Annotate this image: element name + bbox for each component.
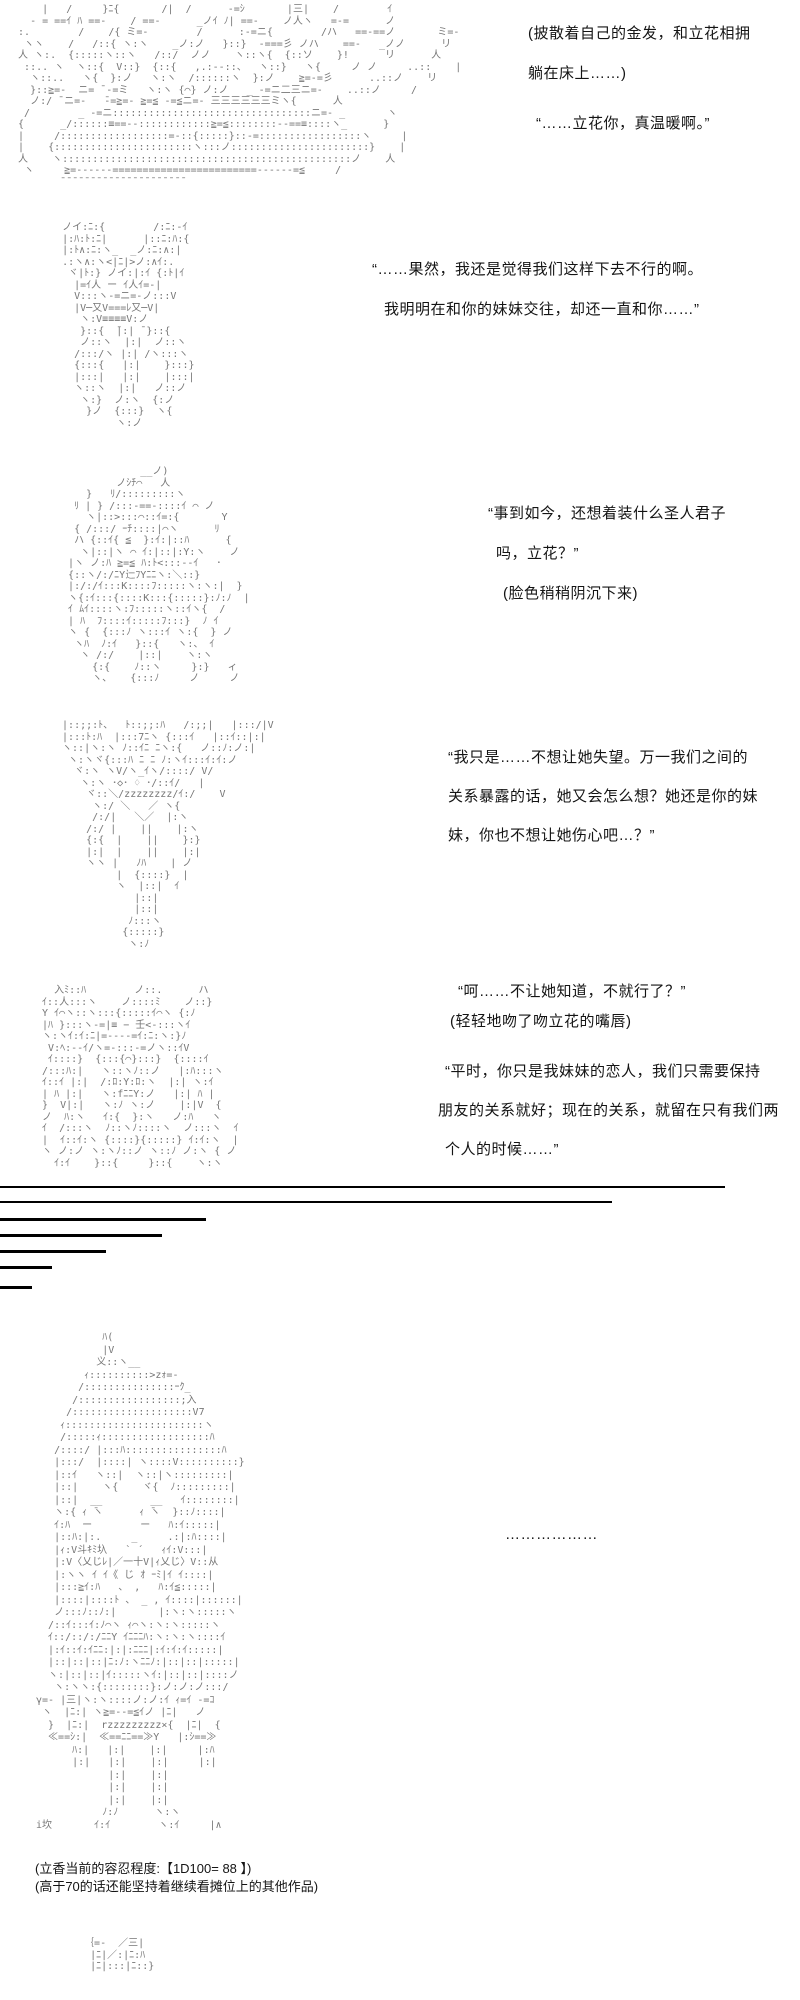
divider-line (0, 1266, 52, 1269)
ascii-art-full-body-girl: ﾊ( |V 义::ヽ__ ｨ::::::::::>zｫ=- /:::::::::… (36, 1332, 245, 1831)
dialogue-line: “……果然，我还是觉得我们这样下去不行的啊。 (372, 261, 703, 278)
ascii-art-girl-braids: ノイ:ﾆ:{ /:ﾆ:-ｲ |:ﾊ:ﾄ:ﾆ| |::ﾆ:ﾊ:{ |:ﾄ∧:ﾆ:ヽ… (62, 222, 195, 429)
narration-line: (轻轻地吻了吻立花的嘴唇) (450, 1013, 632, 1030)
narration-line: 躺在床上……) (528, 65, 627, 82)
dialogue-line: 吗，立花？” (496, 545, 579, 562)
divider-line (0, 1201, 612, 1203)
divider-line (0, 1186, 725, 1188)
ascii-art-next-scene-fragment: ｛=- ／三| |ﾆ|／:|ﾆ:ﾊ |ﾆ|:::|ﾆ::} (84, 1938, 155, 1972)
dialogue-line: “事到如今，还想着装什么圣人君子 (488, 505, 726, 522)
dialogue-line: “平时，你只是我妹妹的恋人，我们只需要保持 (445, 1063, 761, 1080)
dialogue-line: 个人的时候……” (445, 1141, 559, 1158)
narration-line: (披散着自己的金发，和立花相拥 (528, 25, 751, 42)
dialogue-line: 妹，你也不想让她伤心吧…？” (448, 827, 655, 844)
dialogue-line: “……立花你，真温暖啊。” (536, 115, 710, 132)
dice-roll-result: (立香当前的容忍程度:【1D100= 88 】) (35, 1861, 252, 1876)
divider-line (0, 1286, 32, 1289)
dialogue-line: “呵……不让她知道，不就行了？” (458, 983, 686, 1000)
divider-line (0, 1250, 106, 1253)
dialogue-line: 关系暴露的话，她又会怎么想？她还是你的妹 (448, 788, 759, 805)
ascii-art-girl-glancing: __ノ) ノｼﾁ⌒ 人 } ﾘ/:::::::::ヽ ﾘ | } /:::-==… (68, 466, 250, 684)
dialogue-line: “我只是……不想让她失望。万一我们之间的 (448, 749, 748, 766)
dice-roll-note: (高于70的话还能坚持着继续看摊位上的其他作品) (35, 1879, 319, 1894)
narration-line: (脸色稍稍阴沉下来) (503, 585, 638, 602)
ascii-art-couple-on-bed: | / }ﾆ{ /| / -=ｼ |三| / ｲ - = ==ｲ ﾊ ==- /… (18, 4, 462, 188)
ascii-art-boy-lowered-face: |::;;:ﾄ、 ﾄ::;;:ﾊ /:;;| |:::/|V |:::ﾄ:ﾊ |… (62, 720, 274, 950)
silence-ellipsis: ……………… (505, 1526, 598, 1543)
ascii-art-couple-kiss: 入ﾐ::ﾊ ノ::. ハ ｲ::人:::ヽ ノ::::ﾐ ノ::} Y ｲ⌒ヽ:… (42, 985, 239, 1169)
dialogue-line: 我明明在和你的妹妹交往，却还一直和你……” (384, 301, 700, 318)
dialogue-line: 朋友的关系就好；现在的关系，就留在只有我们两 (438, 1102, 780, 1119)
divider-line (0, 1234, 162, 1237)
divider-line (0, 1218, 206, 1221)
